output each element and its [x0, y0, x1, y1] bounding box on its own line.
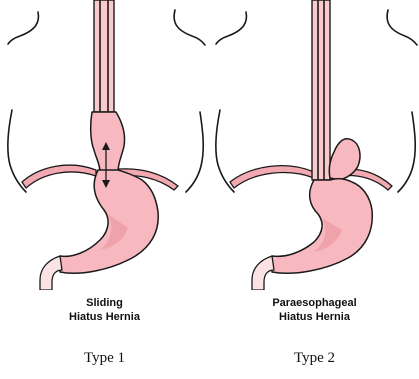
- caption-line-2: Hiatus Hernia: [0, 310, 209, 324]
- paraesophageal-hernia-illustration: [210, 0, 419, 290]
- panel-sliding-hernia: Sliding Hiatus Hernia Type 1: [0, 0, 209, 379]
- sliding-hernia-illustration: [0, 0, 209, 290]
- right-torso-line: [398, 112, 415, 192]
- herniated-stomach: [91, 112, 125, 172]
- type-label: Type 1: [0, 349, 209, 367]
- panel-paraesophageal-hernia: Paraesophageal Hiatus Hernia Type 2: [210, 0, 419, 379]
- esophagus: [94, 0, 114, 112]
- diaphragm: [22, 165, 96, 188]
- duodenum: [40, 256, 62, 290]
- esophagus: [312, 0, 330, 180]
- stomach: [272, 179, 372, 274]
- caption-line-2: Hiatus Hernia: [210, 310, 419, 324]
- right-neck-line: [174, 10, 205, 45]
- caption-line-1: Sliding: [0, 296, 209, 310]
- left-neck-line: [216, 12, 246, 44]
- duodenum: [252, 256, 274, 290]
- type-label: Type 2: [210, 349, 419, 367]
- left-neck-line: [8, 12, 38, 44]
- diaphragm: [230, 166, 314, 188]
- right-neck-line: [387, 10, 417, 45]
- right-torso-line: [186, 112, 203, 192]
- caption-line-1: Paraesophageal: [210, 296, 419, 310]
- left-torso-line: [8, 110, 26, 192]
- left-torso-line: [216, 110, 234, 192]
- stomach: [60, 170, 158, 273]
